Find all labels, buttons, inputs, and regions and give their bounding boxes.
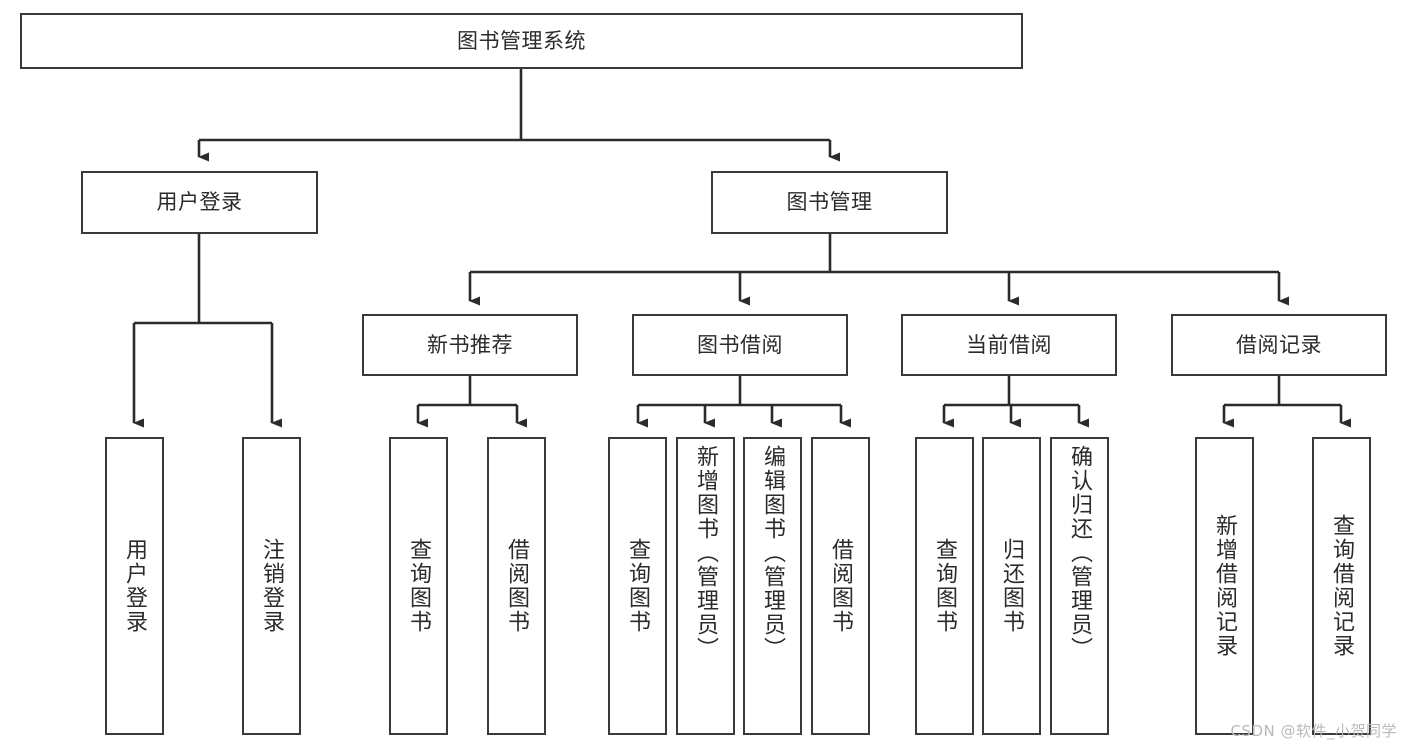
node-book-management[interactable]: 图书管理 — [711, 171, 948, 234]
node-label: 确认归还（管理员） — [1067, 445, 1093, 661]
node-book-borrow[interactable]: 图书借阅 — [632, 314, 848, 376]
node-label: 新增图书（管理员） — [693, 445, 719, 661]
leaf-borrow-edit-book-admin[interactable]: 编辑图书（管理员） — [743, 437, 802, 735]
leaf-recommend-query-book[interactable]: 查询图书 — [389, 437, 448, 735]
node-current-borrow[interactable]: 当前借阅 — [901, 314, 1117, 376]
leaf-user-login-login[interactable]: 用户登录 — [105, 437, 164, 735]
node-borrow-record[interactable]: 借阅记录 — [1171, 314, 1387, 376]
node-label: 编辑图书（管理员） — [760, 445, 786, 661]
node-label: 查询图书 — [625, 538, 651, 634]
node-label: 查询图书 — [406, 538, 432, 634]
node-label: 归还图书 — [999, 538, 1025, 634]
node-label: 当前借阅 — [966, 332, 1052, 357]
node-new-book-recommend[interactable]: 新书推荐 — [362, 314, 578, 376]
csdn-watermark: CSDN @软件_小贺同学 — [1230, 722, 1397, 740]
node-root-system[interactable]: 图书管理系统 — [20, 13, 1023, 69]
node-label: 借阅图书 — [504, 538, 530, 634]
leaf-current-query-book[interactable]: 查询图书 — [915, 437, 974, 735]
leaf-borrow-add-book-admin[interactable]: 新增图书（管理员） — [676, 437, 735, 735]
node-label: 图书借阅 — [697, 332, 783, 357]
node-user-login[interactable]: 用户登录 — [81, 171, 318, 234]
leaf-record-add-record[interactable]: 新增借阅记录 — [1195, 437, 1254, 735]
node-label: 新书推荐 — [427, 332, 513, 357]
node-label: 图书管理 — [786, 190, 873, 215]
leaf-borrow-query-book[interactable]: 查询图书 — [608, 437, 667, 735]
node-label: 借阅记录 — [1236, 332, 1322, 357]
node-label: 查询图书 — [932, 538, 958, 634]
node-label: 图书管理系统 — [457, 28, 586, 53]
node-label: 借阅图书 — [828, 538, 854, 634]
leaf-user-login-logout[interactable]: 注销登录 — [242, 437, 301, 735]
node-label: 用户登录 — [122, 538, 148, 634]
node-label: 新增借阅记录 — [1212, 514, 1238, 658]
leaf-borrow-borrow-book[interactable]: 借阅图书 — [811, 437, 870, 735]
leaf-recommend-borrow-book[interactable]: 借阅图书 — [487, 437, 546, 735]
leaf-current-return-book[interactable]: 归还图书 — [982, 437, 1041, 735]
node-label: 注销登录 — [259, 538, 285, 634]
leaf-current-confirm-return-admin[interactable]: 确认归还（管理员） — [1050, 437, 1109, 735]
node-label: 查询借阅记录 — [1329, 514, 1355, 658]
node-label: 用户登录 — [156, 190, 243, 215]
leaf-record-query-record[interactable]: 查询借阅记录 — [1312, 437, 1371, 735]
